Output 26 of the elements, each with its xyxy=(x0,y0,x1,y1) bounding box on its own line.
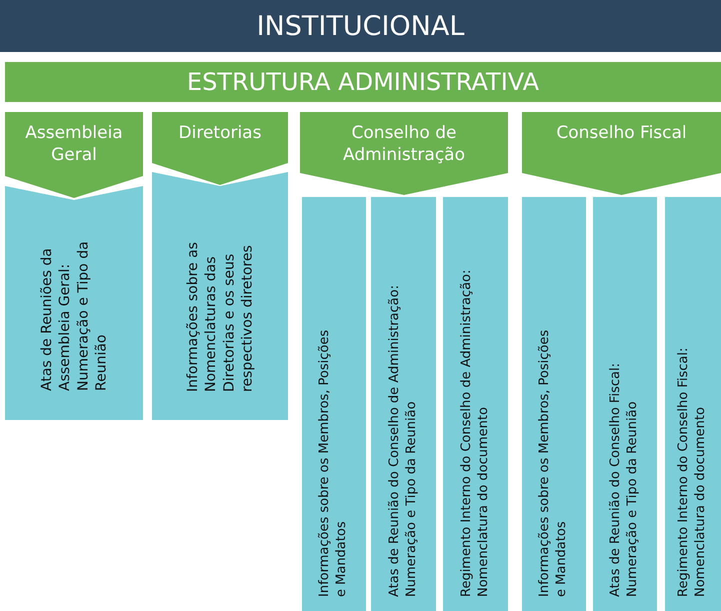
content-panel xyxy=(371,197,436,611)
content-panel xyxy=(152,172,288,420)
content-panel xyxy=(302,197,366,611)
chevron-header xyxy=(300,112,508,195)
panel-text: Atas de Reuniões da Assembleia Geral: Numeração e Tipo da Reunião xyxy=(38,240,110,391)
content-panel xyxy=(593,197,657,611)
column-heading: Conselho Fiscal xyxy=(556,122,687,144)
panel-text: Informações sobre os Membros, Posições e Mandatos xyxy=(317,328,350,597)
panel-text: Informações sobre os Membros, Posições e Mandatos xyxy=(537,328,570,597)
column-heading: Diretorias xyxy=(178,122,262,144)
content-panel xyxy=(5,186,143,420)
chevron-header xyxy=(5,112,143,198)
section-band xyxy=(5,62,721,102)
content-panel xyxy=(665,197,721,611)
panel-text: Atas de Reunião do Conselho Fiscal: Numeração e Tipo da Reunião xyxy=(608,362,641,597)
column-heading: Conselho de Administração xyxy=(342,122,466,166)
title-text: INSTITUCIONAL xyxy=(256,10,464,42)
panel-text: Informações sobre as Nomenclaturas das Diretorias e os seus respectivos diretores xyxy=(184,240,256,392)
content-panel xyxy=(443,197,508,611)
section-heading: ESTRUTURA ADMINISTRATIVA xyxy=(186,68,540,96)
chevron-header xyxy=(152,112,288,185)
title-bar xyxy=(0,0,721,52)
content-panel xyxy=(522,197,586,611)
panel-text: Regimento Interno do Conselho Fiscal: Nomenclatura do documento xyxy=(676,346,709,597)
chevron-header xyxy=(522,112,721,195)
column-heading: Assembleia Geral xyxy=(24,122,124,166)
